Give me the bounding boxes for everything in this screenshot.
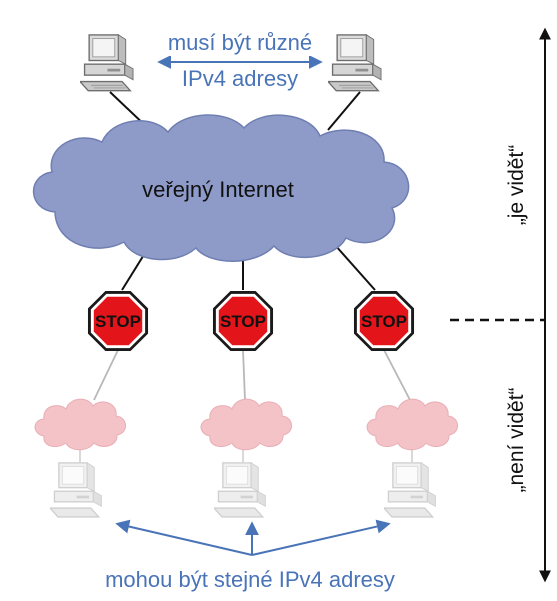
cloud-icon-private-3 xyxy=(366,398,459,451)
link-pc-right-internet xyxy=(327,91,361,131)
svg-text:STOP: STOP xyxy=(361,312,407,331)
stop-sign-icon-3: STOP xyxy=(353,290,415,352)
link-internet-stop-3 xyxy=(334,244,376,291)
computer-icon-private-1 xyxy=(50,462,103,518)
cloud-icon-private-2 xyxy=(200,398,293,451)
stop-sign-icon-1: STOP xyxy=(87,290,149,352)
top-note-line-1: musí být různé xyxy=(168,30,312,55)
internet-label: veřejný Internet xyxy=(142,177,294,202)
svg-text:STOP: STOP xyxy=(95,312,141,331)
bottom-note: mohou být stejné IPv4 adresy xyxy=(105,567,395,592)
computer-icon-private-2 xyxy=(214,462,267,518)
cloud-icon-private-1 xyxy=(34,398,127,451)
link-stop-3-cloud xyxy=(383,349,411,401)
link-stop-1-cloud xyxy=(93,349,119,401)
computer-icon-public-right xyxy=(328,34,382,92)
computer-icon-private-3 xyxy=(384,462,437,518)
stop-sign-icon-2: STOP xyxy=(212,290,274,352)
link-stop-2-cloud xyxy=(242,349,246,401)
visible-label: „je vidět“ xyxy=(505,145,528,226)
not-visible-label: „není vidět“ xyxy=(505,387,528,492)
same-addresses-arrows xyxy=(115,519,391,556)
internet-cloud xyxy=(32,114,410,262)
svg-text:STOP: STOP xyxy=(220,312,266,331)
top-note-line-2: IPv4 adresy xyxy=(182,66,298,91)
computer-icon-public-left xyxy=(80,34,134,92)
